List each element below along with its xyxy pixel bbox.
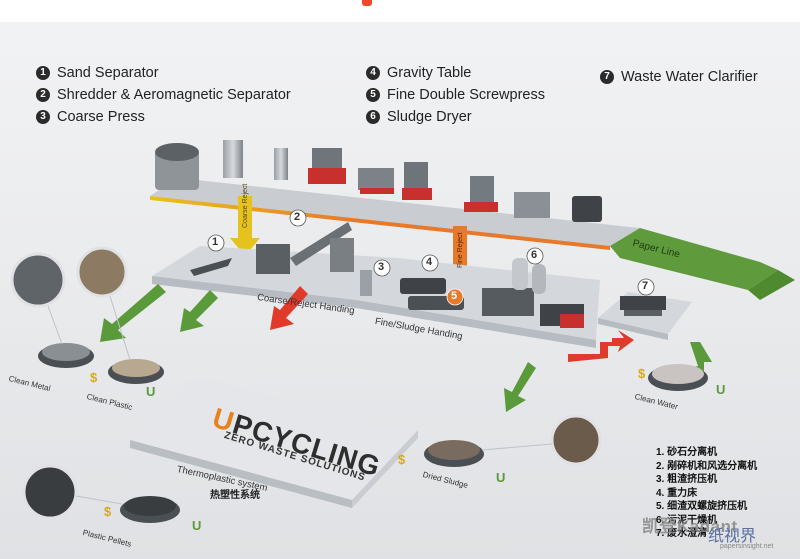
fine-reject-label: Fine Reject — [457, 232, 464, 268]
step-marker-6: 6 — [531, 249, 538, 261]
legend-item-3: 3 Coarse Press — [36, 106, 291, 128]
legend-number: 5 — [366, 88, 380, 102]
legend-item-1: 1 Sand Separator — [36, 62, 291, 84]
legend-column-2: 4 Gravity Table 5 Fine Double Screwpress 6… — [366, 62, 545, 128]
company-watermark: 凯登Kadant — [642, 517, 738, 536]
site-watermark: 纸视界 — [708, 528, 757, 545]
step-marker-2: 2 — [294, 211, 301, 223]
step-marker-5: 5 — [451, 290, 458, 302]
step-marker-3: 3 — [378, 261, 385, 273]
svg-text:$: $ — [104, 504, 112, 519]
svg-text:$: $ — [638, 366, 646, 381]
cn-list-item: 2. 剐碎机和风选分离机 — [656, 460, 758, 472]
legend-item-5: 5 Fine Double Screwpress — [366, 84, 545, 106]
red-water-arrow — [568, 330, 634, 362]
output-dishes — [10, 246, 708, 523]
clean-water-dish — [648, 364, 708, 391]
title-accent — [362, 0, 372, 6]
legend-label: Sludge Dryer — [387, 109, 472, 125]
cn-list-item: 5. 细渣双螺旋挤压机 — [656, 501, 748, 512]
cn-list-item: 4. 重力床 — [656, 487, 698, 499]
step-marker-1: 1 — [212, 236, 219, 248]
legend-column-3: 7 Waste Water Clarifier — [600, 66, 758, 88]
legend-item-2: 2 Shredder & Aeromagnetic Separator — [36, 84, 291, 106]
legend-number: 7 — [600, 70, 614, 84]
paper-line-band — [150, 178, 795, 300]
paper-line-machines — [155, 140, 602, 222]
legend-number: 2 — [36, 88, 50, 102]
clarifier-machine — [620, 296, 666, 316]
legend-label: Sand Separator — [57, 65, 159, 81]
legend-label: Gravity Table — [387, 65, 472, 81]
top-band — [0, 0, 800, 22]
legend-number: 1 — [36, 66, 50, 80]
green-arrows — [100, 284, 712, 412]
step-marker-7: 7 — [642, 280, 649, 292]
clean-plastic-dish — [76, 246, 164, 384]
svg-text:U: U — [146, 384, 155, 399]
svg-text:$: $ — [398, 452, 406, 467]
fine-platform — [356, 258, 600, 348]
cn-list-item: 3. 粗渣挤压机 — [656, 474, 718, 485]
legend-label: Coarse Press — [57, 109, 145, 125]
svg-text:U: U — [496, 470, 505, 485]
legend-number: 4 — [366, 66, 380, 80]
plastic-pellets-dish — [22, 464, 180, 523]
coarse-reject-label: Coarse Reject — [242, 183, 249, 228]
legend-label: Shredder & Aeromagnetic Separator — [57, 87, 291, 103]
upcycling-platform — [130, 378, 418, 508]
legend-item-7: 7 Waste Water Clarifier — [600, 66, 758, 88]
svg-text:U: U — [192, 518, 201, 533]
thermoplastic-cn-label: 热塑性系统 — [210, 490, 260, 501]
clean-metal-dish — [10, 252, 94, 368]
svg-text:U: U — [716, 382, 725, 397]
coarse-reject-arrow — [230, 196, 260, 256]
legend-item-4: 4 Gravity Table — [366, 62, 545, 84]
svg-text:$: $ — [90, 370, 98, 385]
cn-equipment-list: 1. 砂石分离机 2. 剐碎机和风选分离机 3. 粗渣挤压机 4. 重力床 5.… — [656, 446, 757, 541]
cn-list-item: 7. 废水澄清 — [656, 528, 708, 539]
legend-column-1: 1 Sand Separator 2 Shredder & Aeromagnetic… — [36, 62, 291, 128]
legend-label: Fine Double Screwpress — [387, 87, 545, 103]
legend-number: 3 — [36, 110, 50, 124]
coarse-machines — [190, 222, 372, 296]
fine-machines — [400, 258, 584, 328]
step-markers — [207, 209, 655, 306]
legend-label: Waste Water Clarifier — [621, 69, 758, 85]
value-marks: $ U $ U $ U $ U — [90, 366, 725, 533]
dried-sludge-dish — [424, 414, 602, 467]
site-url-watermark: papersinsight.net — [720, 543, 774, 550]
legend-number: 6 — [366, 110, 380, 124]
cn-list-item: 1. 砂石分离机 — [656, 447, 718, 458]
step-marker-4: 4 — [426, 256, 433, 268]
cn-list-item: 6. 污泥干燥机 — [656, 514, 718, 526]
legend-item-6: 6 Sludge Dryer — [366, 106, 545, 128]
